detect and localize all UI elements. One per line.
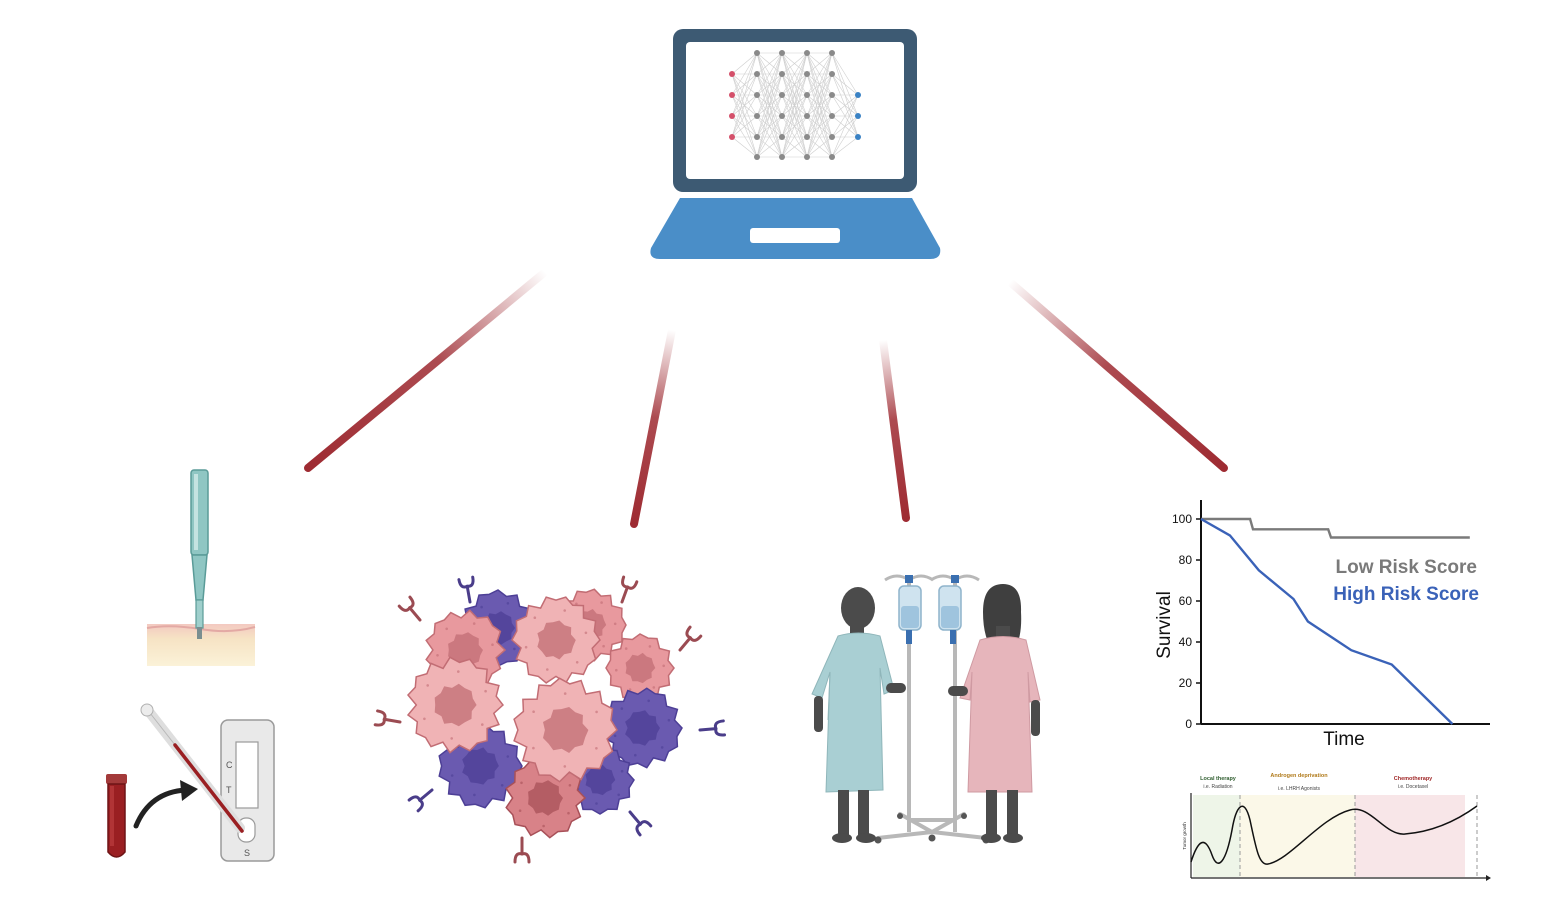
nn-node — [779, 50, 785, 56]
high-risk-curve — [1200, 517, 1454, 725]
arrow-to-tumor — [630, 326, 676, 528]
cell-receptor — [457, 575, 475, 604]
phase-bg-local — [1193, 795, 1240, 877]
nn-node — [804, 113, 810, 119]
test-label-c: C — [226, 760, 233, 770]
tumor-growth-curve — [1190, 805, 1478, 865]
liquid-biopsy-test-icon: C T S — [106, 703, 275, 862]
y-tick-label: 40 — [1179, 635, 1193, 649]
nn-node — [855, 92, 861, 98]
arrows — [304, 268, 1228, 528]
nn-node — [754, 50, 760, 56]
blood-tube-icon — [106, 774, 127, 858]
y-tick-label: 60 — [1179, 594, 1193, 608]
nn-node — [779, 134, 785, 140]
y-tick-label: 80 — [1179, 553, 1193, 567]
nn-node — [804, 71, 810, 77]
nn-node — [754, 92, 760, 98]
cell-receptor — [513, 836, 531, 864]
nn-node — [729, 92, 735, 98]
growth-y-label: Tumor growth — [1182, 822, 1187, 850]
survival-series — [1200, 517, 1470, 725]
phase-bg-androgen — [1240, 795, 1355, 877]
nn-node — [779, 154, 785, 160]
nn-node — [829, 71, 835, 77]
tumor-cell — [513, 677, 618, 783]
nn-node — [804, 154, 810, 160]
cell-receptor — [678, 625, 703, 652]
nn-node — [754, 71, 760, 77]
nn-node — [754, 134, 760, 140]
biopsy-needle-icon — [146, 469, 256, 666]
curved-arrow-icon — [133, 787, 189, 829]
legend-low-risk: Low Risk Score — [1336, 557, 1478, 578]
nn-node — [804, 50, 810, 56]
nn-node — [804, 134, 810, 140]
arrow-to-biopsy — [304, 268, 549, 472]
test-cassette-icon: C T S — [220, 719, 275, 862]
tumor-cell — [511, 596, 601, 684]
patient-left — [811, 587, 906, 843]
nn-node — [829, 50, 835, 56]
nn-node — [779, 71, 785, 77]
survival-chart: 0 20 40 60 80 100 Time Survival Low Risk Scor… — [1154, 500, 1490, 750]
nn-node — [729, 113, 735, 119]
tumor-cells-icon — [373, 575, 727, 864]
pipette-icon — [140, 703, 245, 833]
iv-pole-left — [884, 574, 934, 832]
neural-network-graph — [729, 50, 861, 160]
phase-androgen-title: Androgen deprivation — [1270, 773, 1328, 779]
cell-receptor — [628, 810, 653, 837]
nn-node — [729, 134, 735, 140]
patient-right — [948, 584, 1041, 843]
survival-x-label: Time — [1323, 729, 1365, 750]
phase-chemo-sub: i.e. Docetaxel — [1398, 784, 1428, 790]
test-label-s: S — [244, 848, 250, 858]
tumor-cell — [406, 656, 505, 754]
legend-high-risk: High Risk Score — [1333, 584, 1479, 605]
cell-receptor — [698, 719, 727, 737]
iv-pole-base — [876, 812, 988, 840]
low-risk-curve — [1201, 517, 1470, 539]
y-tick-label: 100 — [1172, 512, 1192, 526]
nn-node — [779, 92, 785, 98]
patients-iv-icon — [811, 574, 1041, 844]
tumor-cell — [605, 633, 675, 703]
nn-node — [754, 113, 760, 119]
survival-y-label: Survival — [1154, 591, 1175, 659]
cell-receptor — [373, 709, 402, 727]
laptop-neural-network-icon — [650, 29, 941, 259]
nn-node — [855, 113, 861, 119]
nn-node — [855, 134, 861, 140]
phase-bg-chemo — [1355, 795, 1465, 877]
test-label-t: T — [226, 785, 232, 795]
arrow-to-patients — [879, 336, 910, 522]
phase-local-sub: i.e. Radiation — [1203, 784, 1232, 790]
cell-receptor — [397, 595, 422, 622]
y-tick-label: 20 — [1179, 676, 1193, 690]
nn-node — [829, 154, 835, 160]
y-tick-label: 0 — [1185, 717, 1192, 731]
nn-node — [729, 71, 735, 77]
tumor-growth-curve-icon: Tumor growth Local therapy i.e. Radiatio… — [1182, 773, 1491, 881]
nn-node — [829, 92, 835, 98]
arrow-to-survival — [1006, 278, 1228, 472]
phase-local-title: Local therapy — [1200, 776, 1237, 782]
cell-receptor — [620, 575, 639, 604]
phase-androgen-sub: i.e. LHRH Agonists — [1278, 786, 1320, 792]
phase-chemo-title: Chemotherapy — [1394, 776, 1433, 782]
tumor-cell — [505, 757, 587, 839]
iv-pole-right — [930, 574, 980, 832]
nn-node — [829, 134, 835, 140]
nn-node — [779, 113, 785, 119]
nn-node — [829, 113, 835, 119]
survival-y-ticks: 0 20 40 60 80 100 — [1172, 512, 1201, 731]
cell-receptor — [407, 788, 434, 813]
nn-node — [754, 154, 760, 160]
nn-node — [804, 92, 810, 98]
